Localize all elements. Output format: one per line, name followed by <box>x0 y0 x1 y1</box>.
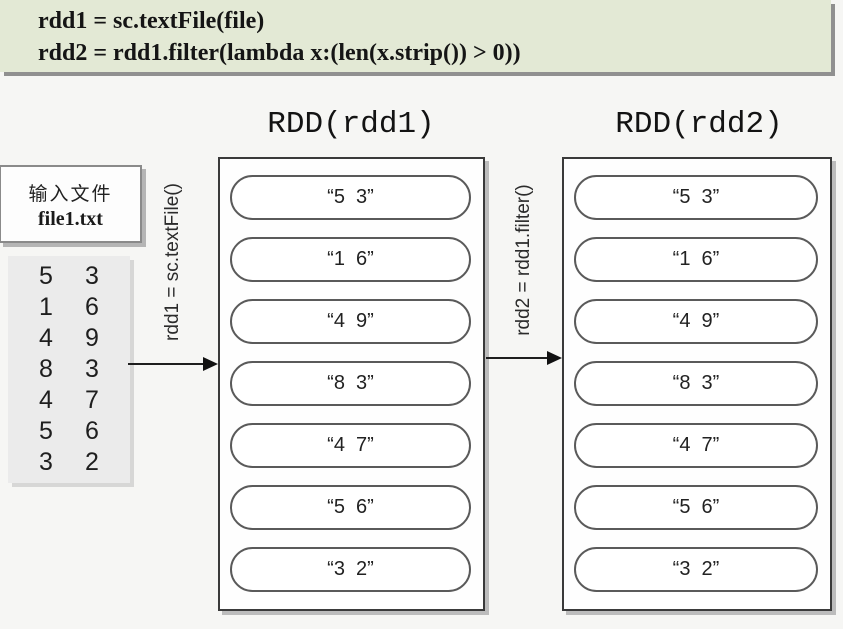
data-cell: 4 <box>39 323 53 352</box>
data-cell: 5 <box>39 261 53 290</box>
data-cell: 8 <box>39 354 53 383</box>
data-cell: 3 <box>85 261 99 290</box>
arrowhead-file-to-rdd1 <box>203 357 218 371</box>
arrow-file-to-rdd1 <box>128 363 204 365</box>
rdd2-title: RDD(rdd2) <box>615 107 783 142</box>
input-file-box: 输入文件 file1.txt <box>0 165 142 243</box>
rdd1-partition-pill: “1 6” <box>230 237 471 282</box>
rdd2-partition-pill: “5 6” <box>574 485 818 530</box>
rdd1-partition-pill: “4 9” <box>230 299 471 344</box>
input-file-title: 输入文件 <box>28 184 113 205</box>
rdd1-partition-pill: “4 7” <box>230 423 471 468</box>
data-cell: 6 <box>85 416 99 445</box>
data-cell: 1 <box>39 292 53 321</box>
arrow-rdd1-to-rdd2 <box>486 357 548 359</box>
rdd2-partition-pill: “4 7” <box>574 423 818 468</box>
data-cell: 3 <box>39 447 53 476</box>
rdd1-box: “5 3” “1 6” “4 9” “8 3” “4 7” “5 6” “3 2” <box>218 157 485 611</box>
data-cell: 7 <box>85 385 99 414</box>
data-cell: 5 <box>39 416 53 445</box>
code-line-2: rdd2 = rdd1.filter(lambda x:(len(x.strip… <box>38 40 521 66</box>
rdd1-partition-pill: “5 3” <box>230 175 471 220</box>
rdd2-partition-pill: “8 3” <box>574 361 818 406</box>
input-file-name: file1.txt <box>38 208 103 230</box>
rdd1-title: RDD(rdd1) <box>267 107 435 142</box>
data-cell: 2 <box>85 447 99 476</box>
rdd2-partition-pill: “4 9” <box>574 299 818 344</box>
arrow-label-textfile: rdd1 = sc.textFile() <box>162 183 183 341</box>
rdd1-partition-pill: “5 6” <box>230 485 471 530</box>
data-cell: 9 <box>85 323 99 352</box>
rdd2-partition-pill: “1 6” <box>574 237 818 282</box>
rdd1-partition-pill: “8 3” <box>230 361 471 406</box>
rdd2-box: “5 3” “1 6” “4 9” “8 3” “4 7” “5 6” “3 2” <box>562 157 832 611</box>
rdd2-partition-pill: “3 2” <box>574 547 818 592</box>
arrowhead-rdd1-to-rdd2 <box>547 351 562 365</box>
code-line-1: rdd1 = sc.textFile(file) <box>38 8 265 34</box>
rdd2-partition-pill: “5 3” <box>574 175 818 220</box>
data-cell: 3 <box>85 354 99 383</box>
data-cell: 6 <box>85 292 99 321</box>
arrow-label-filter: rdd2 = rdd1.filter() <box>513 184 534 336</box>
rdd1-partition-pill: “3 2” <box>230 547 471 592</box>
code-snippet-block: rdd1 = sc.textFile(file) rdd2 = rdd1.fil… <box>0 0 831 72</box>
data-cell: 4 <box>39 385 53 414</box>
